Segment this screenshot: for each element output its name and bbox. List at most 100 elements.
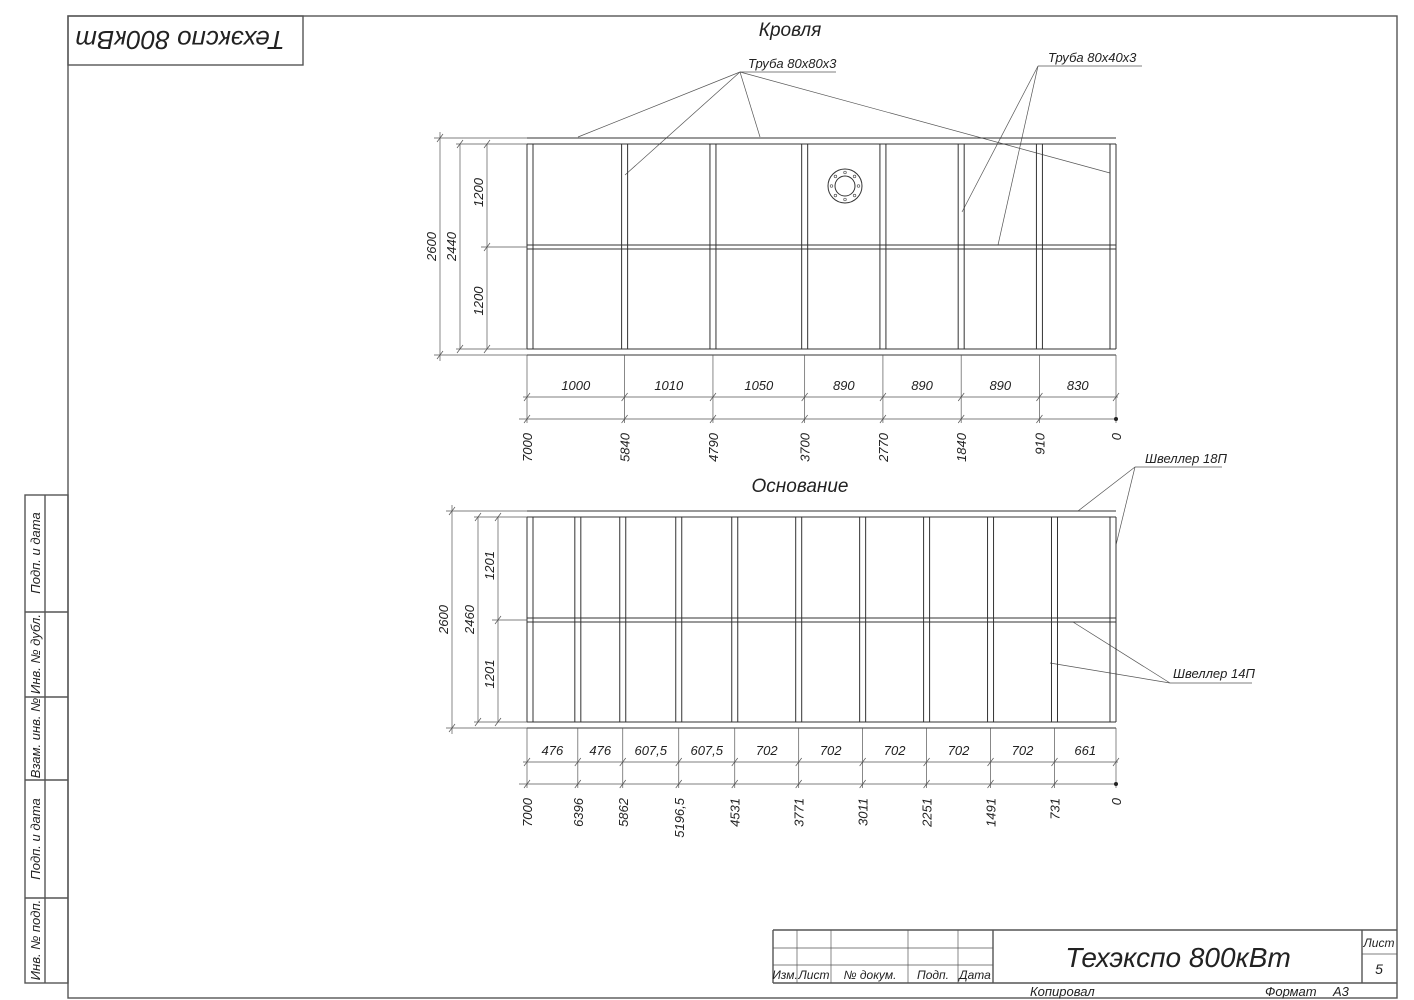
tb-format-label: Формат (1265, 984, 1317, 999)
overall-height-dimension: 2600 (436, 604, 451, 635)
leader-channel-18: Швеллер 18П (1145, 451, 1227, 466)
ordinate-label: 1840 (954, 432, 969, 462)
span-dimension: 890 (833, 378, 855, 393)
tb-sheet-label: Лист (1363, 936, 1395, 950)
span-dimension: 661 (1074, 743, 1096, 758)
span-dimension: 702 (884, 743, 906, 758)
dim-tick (436, 133, 444, 143)
bolt-hole (843, 170, 847, 175)
dim-tick (619, 757, 627, 767)
dim-tick (731, 779, 739, 789)
dim-tick (494, 615, 502, 625)
span-dimension: 476 (589, 743, 611, 758)
dim-tick (456, 344, 464, 354)
dim-tick (709, 414, 717, 424)
ordinate-label: 3771 (792, 798, 807, 827)
dim-tick (923, 779, 930, 789)
span-dimension: 830 (1067, 378, 1089, 393)
roof-leaders: Труба 80х80х3 Труба 80х40х3 (577, 50, 1142, 246)
ordinate-label: 5196,5 (672, 797, 687, 838)
base-title: Основание (752, 476, 849, 497)
stamp-label: Инв. № подп. (28, 900, 43, 981)
tb-sheet-number: 5 (1375, 961, 1383, 977)
dim-tick (483, 344, 491, 354)
ordinate-label: 1491 (984, 798, 999, 827)
dim-tick (731, 757, 739, 767)
ordinate-label: 4531 (728, 798, 743, 827)
header-box-title: Техэкспо 800кВт (75, 25, 284, 55)
span-dimension: 890 (911, 378, 933, 393)
dim-tick (494, 717, 502, 727)
inner-height-dimension: 2460 (462, 604, 477, 635)
dim-tick (859, 757, 866, 767)
bolt-hole (852, 193, 857, 198)
ordinate-label: 4790 (706, 432, 721, 462)
dim-tick (801, 414, 808, 424)
overall-height-dimension: 2600 (424, 231, 439, 262)
ordinate-label: 2251 (920, 798, 935, 828)
ordinate-label: 731 (1047, 798, 1062, 820)
stamp-label: Подп. и дата (28, 798, 43, 879)
dim-tick (1112, 757, 1120, 767)
ordinate-label: 5840 (618, 432, 633, 462)
tb-title: Техэкспо 800кВт (1065, 942, 1291, 973)
span-dimension: 1050 (744, 378, 774, 393)
dim-tick (474, 717, 482, 727)
bolt-hole (833, 174, 838, 179)
ordinate-label: 910 (1032, 432, 1047, 454)
dim-tick (879, 392, 887, 402)
leader-pipe-80x40: Труба 80х40х3 (1048, 50, 1137, 65)
dim-tick (523, 414, 531, 424)
span-dimension: 890 (989, 378, 1011, 393)
dim-tick (494, 512, 502, 522)
bolt-hole (856, 184, 861, 188)
span-dimension: 702 (948, 743, 970, 758)
dim-tick (621, 414, 628, 424)
stamp-label: Инв. № дубл. (28, 614, 43, 694)
title-block: Изм. Лист № докум. Подп. Дата Техэкспо 8… (772, 929, 1397, 999)
dim-tick (1051, 779, 1058, 789)
ordinate-label: 6396 (571, 797, 586, 827)
dim-tick (859, 779, 866, 789)
dim-tick (987, 779, 994, 789)
ordinate-label: 7000 (520, 432, 535, 462)
bolt-hole (852, 174, 857, 179)
dim-tick (574, 779, 582, 789)
dim-tick (957, 392, 965, 402)
span-dimension: 476 (542, 743, 564, 758)
drawing-frame (67, 15, 1398, 999)
tb-col-docnum: № докум. (844, 968, 897, 982)
dim-tick (483, 242, 491, 252)
span-dimension: 702 (1012, 743, 1034, 758)
dim-tick (523, 392, 531, 402)
dim-tick (1051, 757, 1058, 767)
tb-col-date: Дата (957, 968, 991, 982)
bolt-hole (829, 184, 834, 188)
origin-point (1114, 782, 1118, 786)
dim-tick (448, 723, 456, 733)
tb-col-change: Изм. (772, 968, 798, 982)
half-height-dimension: 1200 (471, 286, 486, 316)
side-stamp: Подп. и дата Инв. № дубл. Взам. инв. № П… (24, 494, 69, 984)
dim-tick (923, 757, 930, 767)
tb-format-value: А3 (1332, 984, 1350, 999)
ordinate-label: 2770 (876, 432, 891, 463)
dim-tick (474, 512, 482, 522)
dim-tick (795, 757, 802, 767)
half-height-dimension: 1200 (471, 177, 486, 207)
ordinate-label: 7000 (520, 797, 535, 827)
dim-tick (795, 779, 802, 789)
ordinate-label: 0 (1109, 797, 1124, 805)
ordinate-label: 3700 (798, 432, 813, 462)
tb-col-sign: Подп. (917, 968, 949, 982)
dim-tick (1036, 414, 1043, 424)
dim-tick (801, 392, 808, 402)
ordinate-label: 0 (1109, 432, 1124, 440)
stamp-label: Взам. инв. № (28, 698, 43, 778)
dim-tick (675, 757, 683, 767)
stamp-label: Подп. и дата (28, 512, 43, 593)
dim-tick (523, 779, 531, 789)
base-leaders: Швеллер 18П Швеллер 14П (1049, 451, 1255, 684)
